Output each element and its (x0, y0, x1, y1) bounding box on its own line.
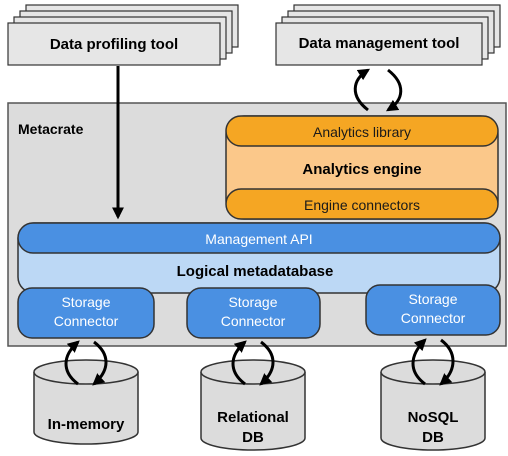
metacrate-title: Metacrate (18, 121, 84, 137)
database-label-line1: Relational (217, 409, 289, 426)
database-label-line1: In-memory (48, 416, 125, 433)
analytics-library-box (225, 115, 499, 147)
database-label-line1: NoSQL (408, 409, 459, 426)
storage-connector: Storage Connector (17, 287, 155, 339)
database-cylinder: Relational DB (200, 359, 306, 451)
storage-connector-line1: Storage (228, 294, 277, 310)
analytics-engine-stack: Analytics library Analytics engine Engin… (225, 115, 499, 220)
management-api-label: Management API (205, 231, 312, 247)
management-api-box (17, 222, 501, 254)
storage-connector-line1: Storage (61, 294, 110, 310)
logical-metadatabase-label: Logical metadatabase (177, 263, 334, 280)
analytics-library-label: Analytics library (313, 124, 411, 140)
management-tool-bidirectional-arrow (353, 68, 403, 112)
logical-metadatabase-stack: Management API Logical metadatabase (17, 222, 501, 294)
database-label-line2: DB (422, 429, 444, 446)
engine-connectors-label: Engine connectors (304, 197, 420, 213)
database-label-line2: DB (242, 429, 264, 446)
storage-connector-line2: Connector (221, 313, 286, 329)
engine-connectors-box (225, 188, 499, 220)
analytics-engine-label: Analytics engine (302, 161, 421, 178)
database-cylinder: In-memory (33, 359, 139, 445)
data-profiling-tool-label: Data profiling tool (50, 36, 178, 53)
storage-connector-line2: Connector (54, 313, 119, 329)
storage-connector: Storage Connector (365, 284, 501, 336)
storage-db-bidirectional-arrow (231, 340, 275, 386)
data-management-tool-label: Data management tool (299, 35, 460, 52)
data-management-tool: Data management tool (275, 4, 501, 66)
data-profiling-tool: Data profiling tool (7, 4, 239, 66)
storage-db-bidirectional-arrow (411, 338, 455, 386)
storage-connector-line2: Connector (401, 310, 466, 326)
storage-connector-line1: Storage (408, 291, 457, 307)
storage-connector: Storage Connector (186, 287, 321, 339)
storage-db-bidirectional-arrow (64, 340, 108, 386)
database-cylinder: NoSQL DB (380, 359, 486, 451)
